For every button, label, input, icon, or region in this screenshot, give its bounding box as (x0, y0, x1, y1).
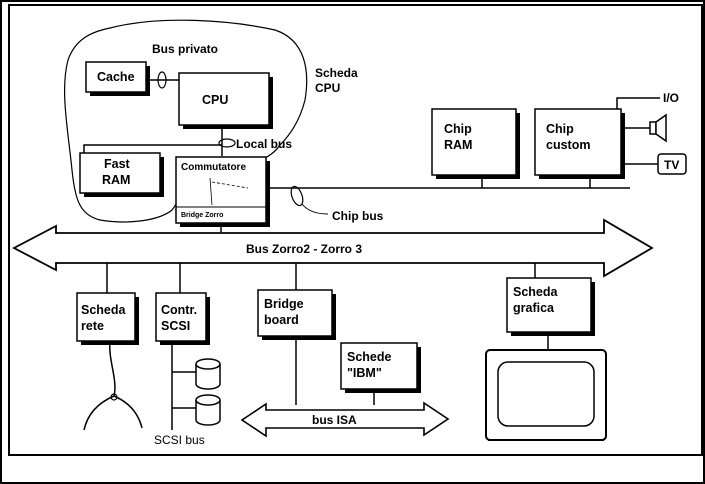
speaker-icon (650, 115, 666, 141)
chip-ram-label-2: RAM (444, 138, 472, 152)
bridge-board-label-2: board (264, 313, 299, 327)
fast-ram-link (84, 145, 222, 153)
chip-custom-label-1: Chip (546, 122, 574, 136)
fast-ram-label-2: RAM (102, 173, 130, 187)
chip-ram-label-1: Chip (444, 122, 472, 136)
cache-label: Cache (97, 70, 135, 84)
scheda-grafica-label-1: Scheda (513, 285, 559, 299)
scheda-rete-box (77, 293, 135, 341)
scheda-rete-label-1: Scheda (81, 303, 127, 317)
scsi-bus-label: SCSI bus (154, 433, 205, 447)
cpu-label: CPU (202, 93, 228, 107)
bus-privato-label: Bus privato (152, 42, 218, 56)
scheda-rete-label-2: rete (81, 319, 104, 333)
contr-scsi-label-2: SCSI (161, 319, 190, 333)
bridge-board-label-1: Bridge (264, 297, 304, 311)
local-bus-label: Local bus (236, 137, 292, 151)
tv-label: TV (664, 158, 679, 172)
disk-1-icon (196, 359, 220, 389)
bridge-zorro-label: Bridge Zorro (181, 212, 223, 219)
io-line (617, 98, 660, 109)
scheda-grafica-label-2: grafica (513, 301, 555, 315)
schede-ibm-label-2: "IBM" (347, 366, 382, 380)
fast-ram-label-1: Fast (104, 157, 131, 171)
io-label: I/O (663, 91, 679, 105)
scheda-cpu-label-2: CPU (315, 81, 340, 95)
chip-custom-label-2: custom (546, 138, 590, 152)
network-cable (84, 341, 142, 430)
schede-ibm-label-1: Schede (347, 350, 392, 364)
commutatore-label: Commutatore (181, 162, 246, 173)
monitor-icon (486, 350, 606, 440)
disk-2-icon (196, 395, 220, 425)
scheda-cpu-label-1: Scheda (315, 66, 358, 80)
bus-zorro-label: Bus Zorro2 - Zorro 3 (246, 242, 362, 256)
chip-bus-label: Chip bus (332, 209, 384, 223)
chip-bus-pointer (302, 204, 328, 214)
bus-isa-label: bus ISA (312, 413, 357, 427)
contr-scsi-box (156, 293, 206, 341)
contr-scsi-label-1: Contr. (161, 303, 197, 317)
